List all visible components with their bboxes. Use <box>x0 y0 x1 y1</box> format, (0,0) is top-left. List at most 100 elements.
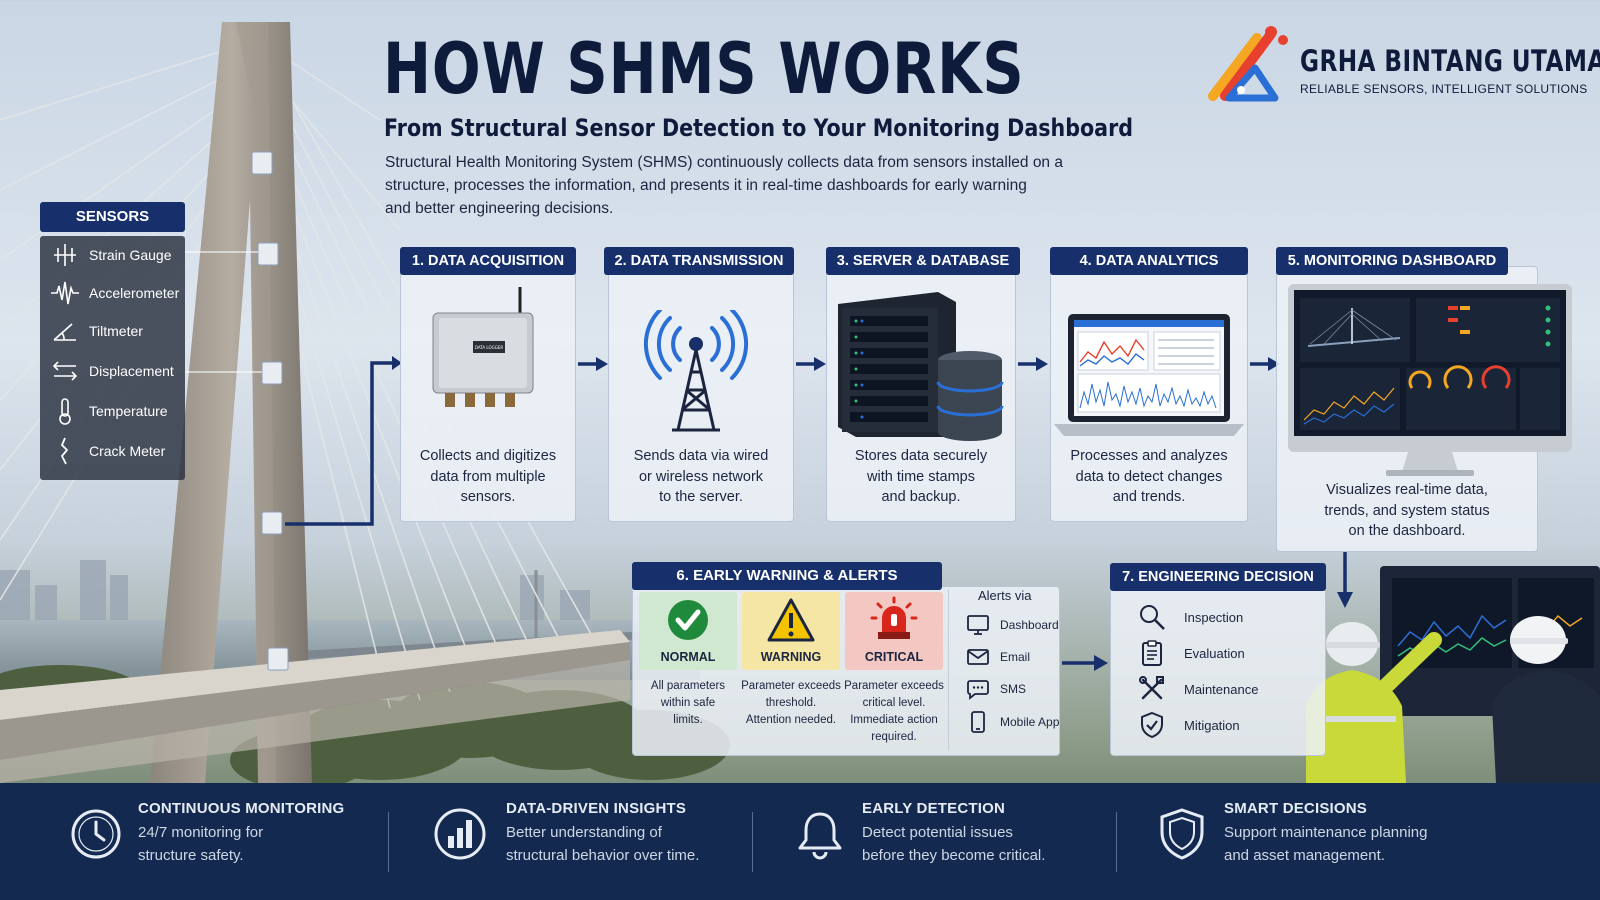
thermometer-icon <box>59 398 71 425</box>
footer-divider <box>752 812 753 872</box>
alert-description: All parameters within safe limits. <box>637 678 739 729</box>
step-line: trends, and system status <box>1324 502 1490 519</box>
step-description: Visualizes real-time data, trends, and s… <box>1276 480 1538 542</box>
alert-channel-label: Email <box>1000 650 1031 664</box>
decision-title: 7. ENGINEERING DECISION <box>1110 563 1326 591</box>
data-logger-icon: DATA LOGGER <box>432 287 534 407</box>
decision-item-maintenance: Maintenance <box>1138 675 1258 703</box>
arrow-right-icon <box>578 357 608 371</box>
sensor-item-temperature: Temperature <box>50 396 168 426</box>
feature-line: and asset management. <box>1224 847 1385 864</box>
sensor-label: Displacement <box>89 363 174 379</box>
smartphone-icon <box>971 711 985 733</box>
feature-text: Support maintenance planning and asset m… <box>1224 821 1427 867</box>
step-line: to the server. <box>659 489 743 505</box>
step-line: and trends. <box>1112 489 1186 505</box>
sensor-label: Strain Gauge <box>89 247 172 263</box>
alert-channel-mobile-app: Mobile App <box>966 710 1059 734</box>
footer-divider <box>1116 812 1117 872</box>
feature-title: SMART DECISIONS <box>1224 800 1368 817</box>
feature-title: DATA-DRIVEN INSIGHTS <box>506 800 687 817</box>
footer-bar <box>0 783 1600 900</box>
step-line: Stores data securely <box>854 448 988 464</box>
alert-line: within safe <box>660 697 716 709</box>
step-line: Sends data via wired <box>633 448 769 464</box>
tiltmeter-icon <box>53 323 76 341</box>
alert-line: Immediate action <box>850 714 938 726</box>
footer-divider <box>388 812 389 872</box>
sensor-item-accelerometer: Accelerometer <box>50 278 179 308</box>
brand-name: GRHA BINTANG UTAMA <box>1300 44 1600 78</box>
accelerometer-icon <box>51 281 79 305</box>
siren-icon <box>870 596 918 639</box>
step-title: 2. DATA TRANSMISSION <box>604 247 794 275</box>
engineering-decision-panel <box>1110 586 1326 756</box>
alert-label: CRITICAL <box>864 650 924 664</box>
alert-line: threshold. <box>765 697 817 709</box>
step-title: 5. MONITORING DASHBOARD <box>1276 247 1508 275</box>
feature-text: Better understanding of structural behav… <box>506 821 699 867</box>
divider <box>948 590 949 750</box>
envelope-icon <box>967 649 989 665</box>
intro-line-3: and better engineering decisions. <box>385 200 614 217</box>
warning-triangle-icon <box>767 598 815 642</box>
strain-gauge-icon <box>54 244 76 266</box>
decision-item-mitigation: Mitigation <box>1138 711 1240 739</box>
arrow-down-icon <box>1337 552 1353 608</box>
page-title: HOW SHMS WORKS <box>383 28 1025 110</box>
feature-line: Better understanding of <box>506 824 662 841</box>
engineers-illustration <box>1306 566 1600 783</box>
sensors-list: Strain Gauge Accelerometer Tiltmeter Dis… <box>40 236 185 480</box>
step-description: Sends data via wired or wireless network… <box>608 446 794 508</box>
alert-line: All parameters <box>650 680 726 692</box>
displacement-icon <box>52 361 78 381</box>
sensor-label: Temperature <box>89 403 168 419</box>
clipboard-icon <box>1142 640 1162 666</box>
magnifier-icon <box>1140 605 1165 630</box>
sensor-item-tiltmeter: Tiltmeter <box>50 316 143 346</box>
sensor-label: Accelerometer <box>89 285 180 301</box>
intro-paragraph: Structural Health Monitoring System (SHM… <box>385 151 1065 220</box>
step-line: or wireless network <box>638 468 764 485</box>
arrow-right-icon <box>1250 357 1280 371</box>
step-title: 4. DATA ANALYTICS <box>1050 247 1248 275</box>
feature-text: 24/7 monitoring for structure safety. <box>138 821 344 867</box>
alert-line: Parameter exceeds <box>741 680 841 692</box>
feature-line: 24/7 monitoring for <box>138 824 264 841</box>
decision-label: Maintenance <box>1184 681 1259 697</box>
shield-check-icon <box>1141 711 1163 739</box>
feature-line: Detect potential issues <box>862 824 1013 841</box>
alert-line: required. <box>871 731 917 743</box>
footer-feature-continuous-monitoring: CONTINUOUS MONITORING 24/7 monitoring fo… <box>138 800 344 867</box>
decision-label: Mitigation <box>1184 717 1240 733</box>
radio-tower-icon <box>643 310 749 432</box>
step-line: with time stamps <box>867 468 975 485</box>
feature-line: structure safety. <box>138 847 244 864</box>
tools-icon <box>1139 676 1164 700</box>
brand-logo-icon <box>1208 26 1288 102</box>
alert-channel-email: Email <box>966 645 1030 669</box>
sensor-label: Crack Meter <box>89 443 166 459</box>
feature-title: EARLY DETECTION <box>862 800 1006 817</box>
step-line: sensors. <box>460 489 516 505</box>
device-label: DATA LOGGER <box>475 345 504 350</box>
arrow-right-icon <box>1018 357 1048 371</box>
step-title: 3. SERVER & DATABASE <box>826 247 1020 275</box>
bar-chart-icon <box>434 808 486 860</box>
step-line: on the dashboard. <box>1348 523 1466 539</box>
step-description: Stores data securely with time stamps an… <box>826 446 1016 508</box>
alert-channel-sms: SMS <box>966 677 1026 701</box>
alert-label: WARNING <box>760 650 822 664</box>
alert-line: Parameter exceeds <box>844 680 944 692</box>
feature-title: CONTINUOUS MONITORING <box>138 800 345 817</box>
step-line: data to detect changes <box>1075 468 1223 485</box>
step-line: and backup. <box>881 489 961 505</box>
crack-meter-icon <box>60 437 69 465</box>
decision-label: Inspection <box>1184 609 1244 625</box>
alerts-title: 6. EARLY WARNING & ALERTS <box>632 562 942 590</box>
feature-line: before they become critical. <box>862 847 1046 864</box>
page-subtitle: From Structural Sensor Detection to Your… <box>384 114 1134 142</box>
arrow-right-icon <box>796 357 826 371</box>
footer-feature-data-driven-insights: DATA-DRIVEN INSIGHTS Better understandin… <box>506 800 699 867</box>
step-title: 1. DATA ACQUISITION <box>400 247 576 275</box>
